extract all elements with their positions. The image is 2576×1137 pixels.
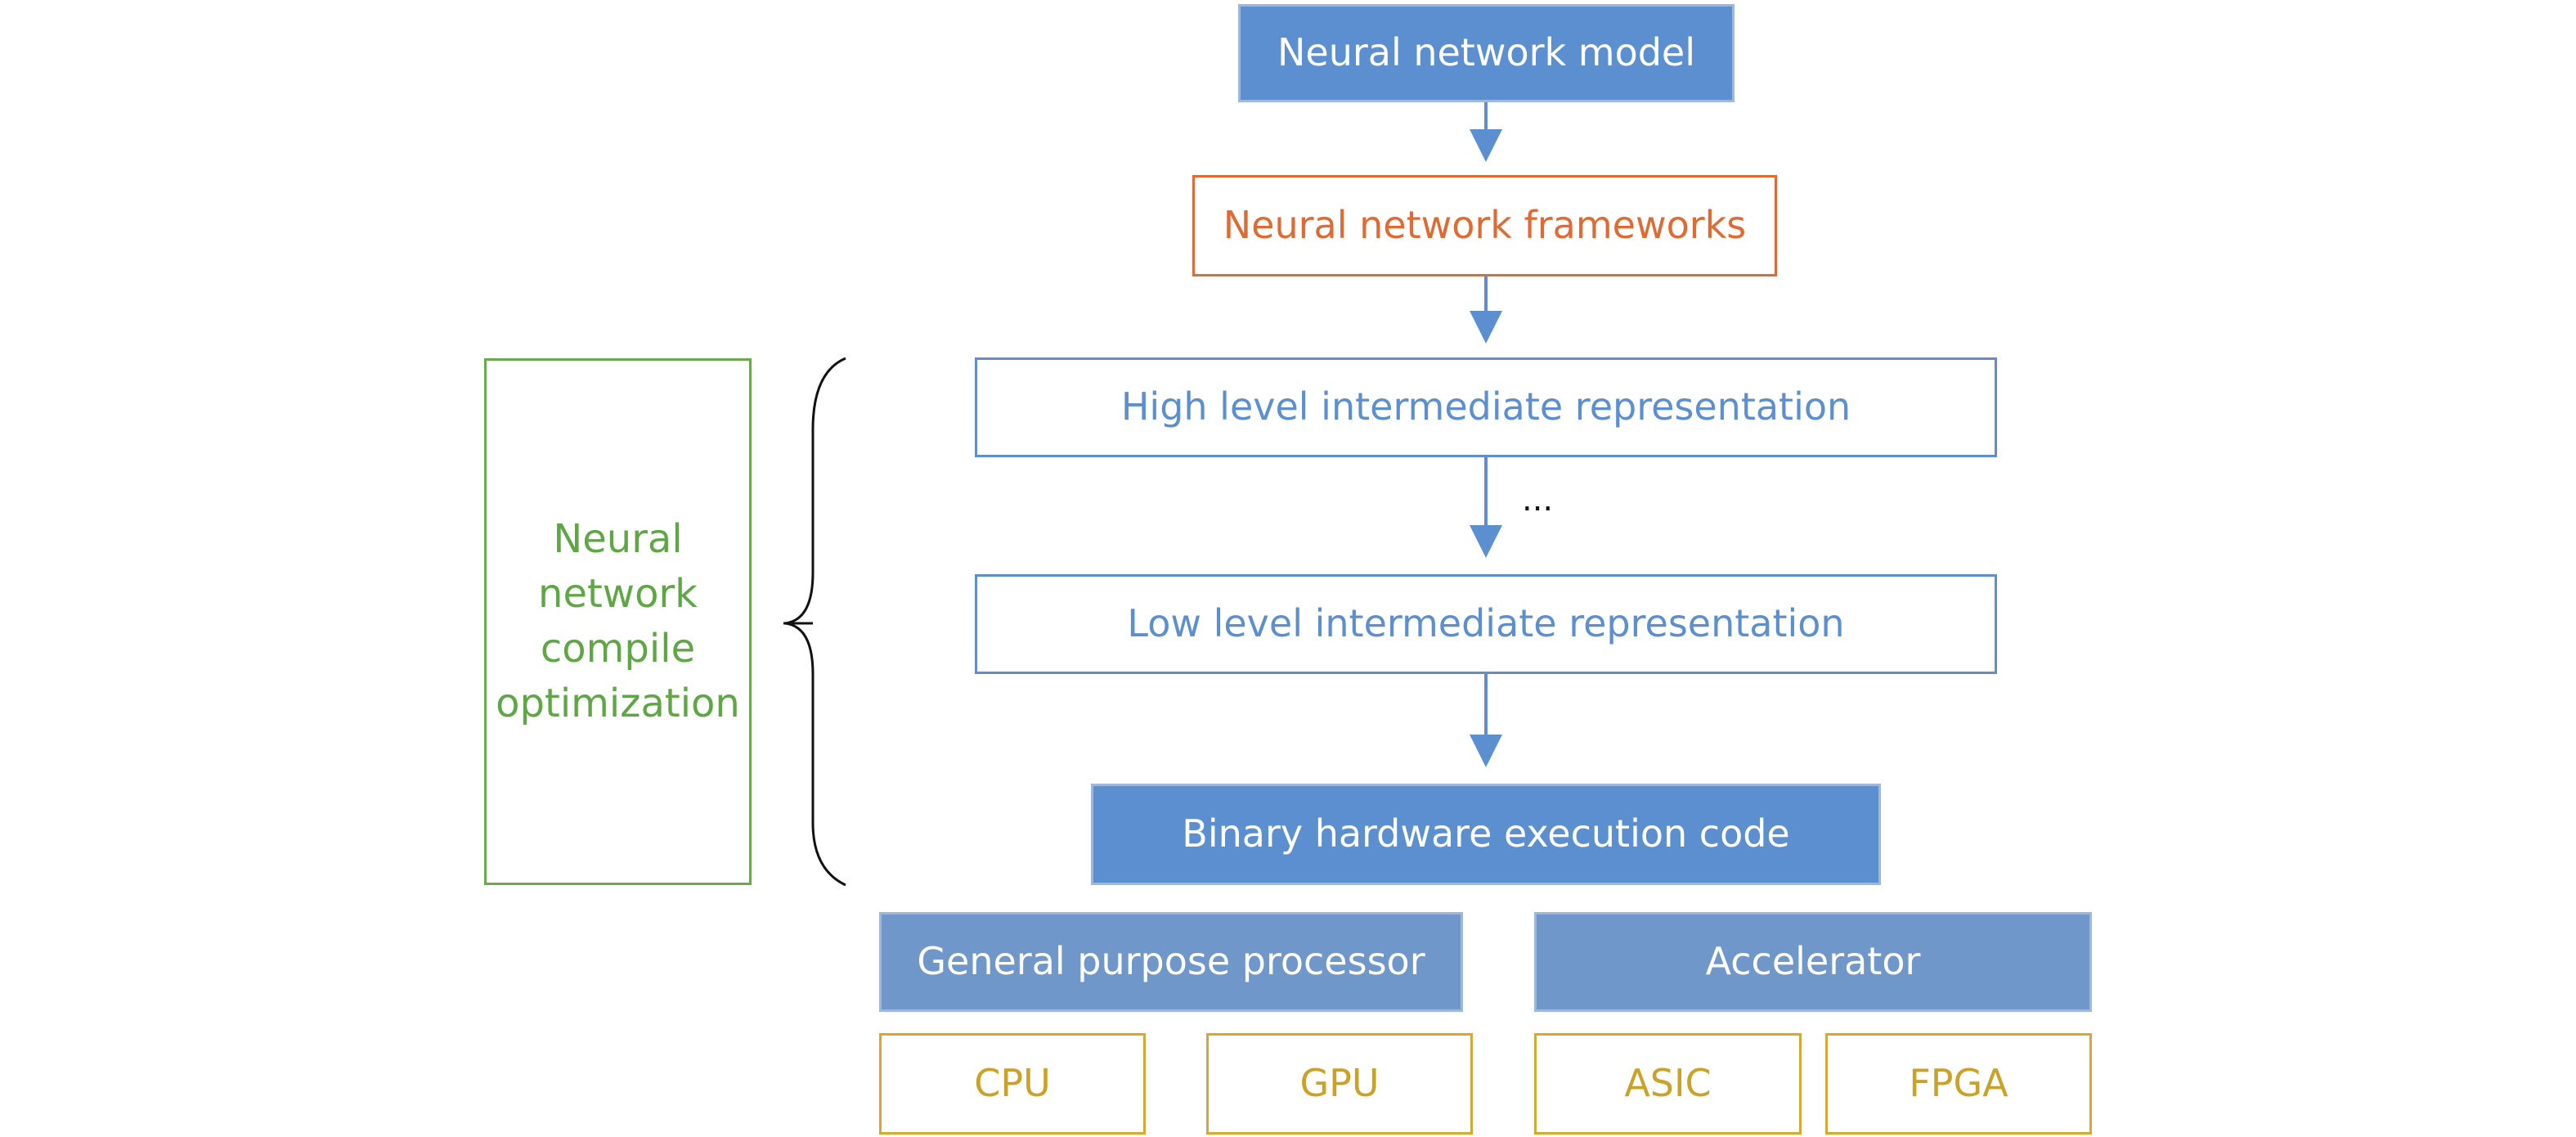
neural-network-model-box: Neural network model	[1238, 4, 1735, 102]
general-purpose-processor-box: General purpose processor	[879, 912, 1463, 1012]
curly-brace	[784, 357, 846, 887]
ellipsis-label: ...	[1522, 481, 1554, 519]
asic-box: ASIC	[1534, 1033, 1802, 1135]
accelerator-box: Accelerator	[1534, 912, 2092, 1012]
cpu-box: CPU	[879, 1033, 1146, 1135]
low-level-ir-box: Low level intermediate representation	[975, 574, 1997, 674]
compile-optimization-box: Neural network compile optimization	[484, 358, 752, 885]
neural-network-frameworks-box: Neural network frameworks	[1192, 175, 1777, 276]
binary-hardware-code-box: Binary hardware execution code	[1091, 784, 1881, 885]
gpu-box: GPU	[1206, 1033, 1473, 1135]
fpga-box: FPGA	[1825, 1033, 2092, 1135]
high-level-ir-box: High level intermediate representation	[975, 357, 1997, 457]
